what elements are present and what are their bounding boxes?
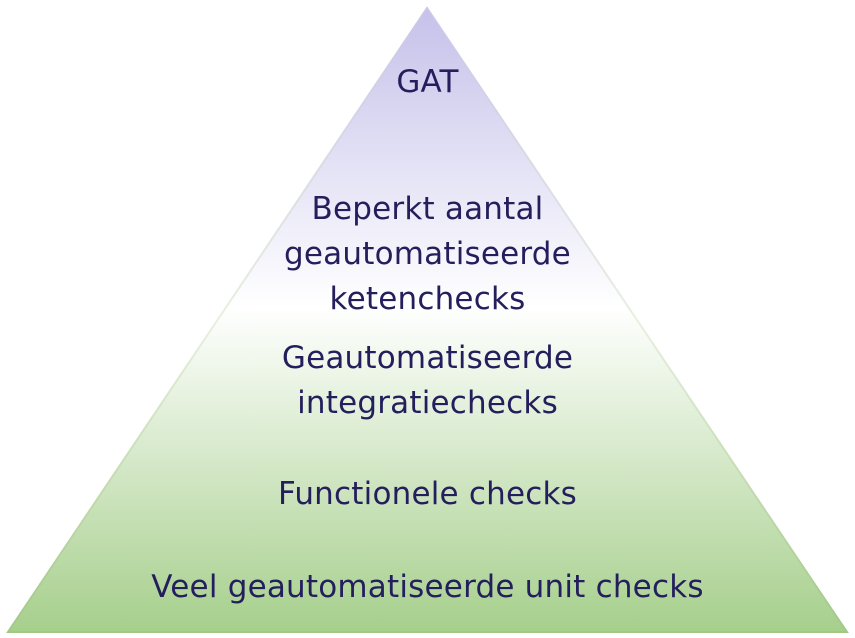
layer-label-chain-checks: Beperkt aantal geautomatiseerde ketenche…: [284, 191, 571, 317]
layer-label-unit-checks: Veel geautomatiseerde unit checks: [151, 569, 704, 605]
pyramid-triangle: [6, 6, 849, 633]
layer-label-functional-checks: Functionele checks: [278, 476, 577, 512]
layer-label-integration-checks: Geautomatiseerde integratiechecks: [281, 340, 574, 421]
layer-label-gat: GAT: [396, 64, 459, 100]
